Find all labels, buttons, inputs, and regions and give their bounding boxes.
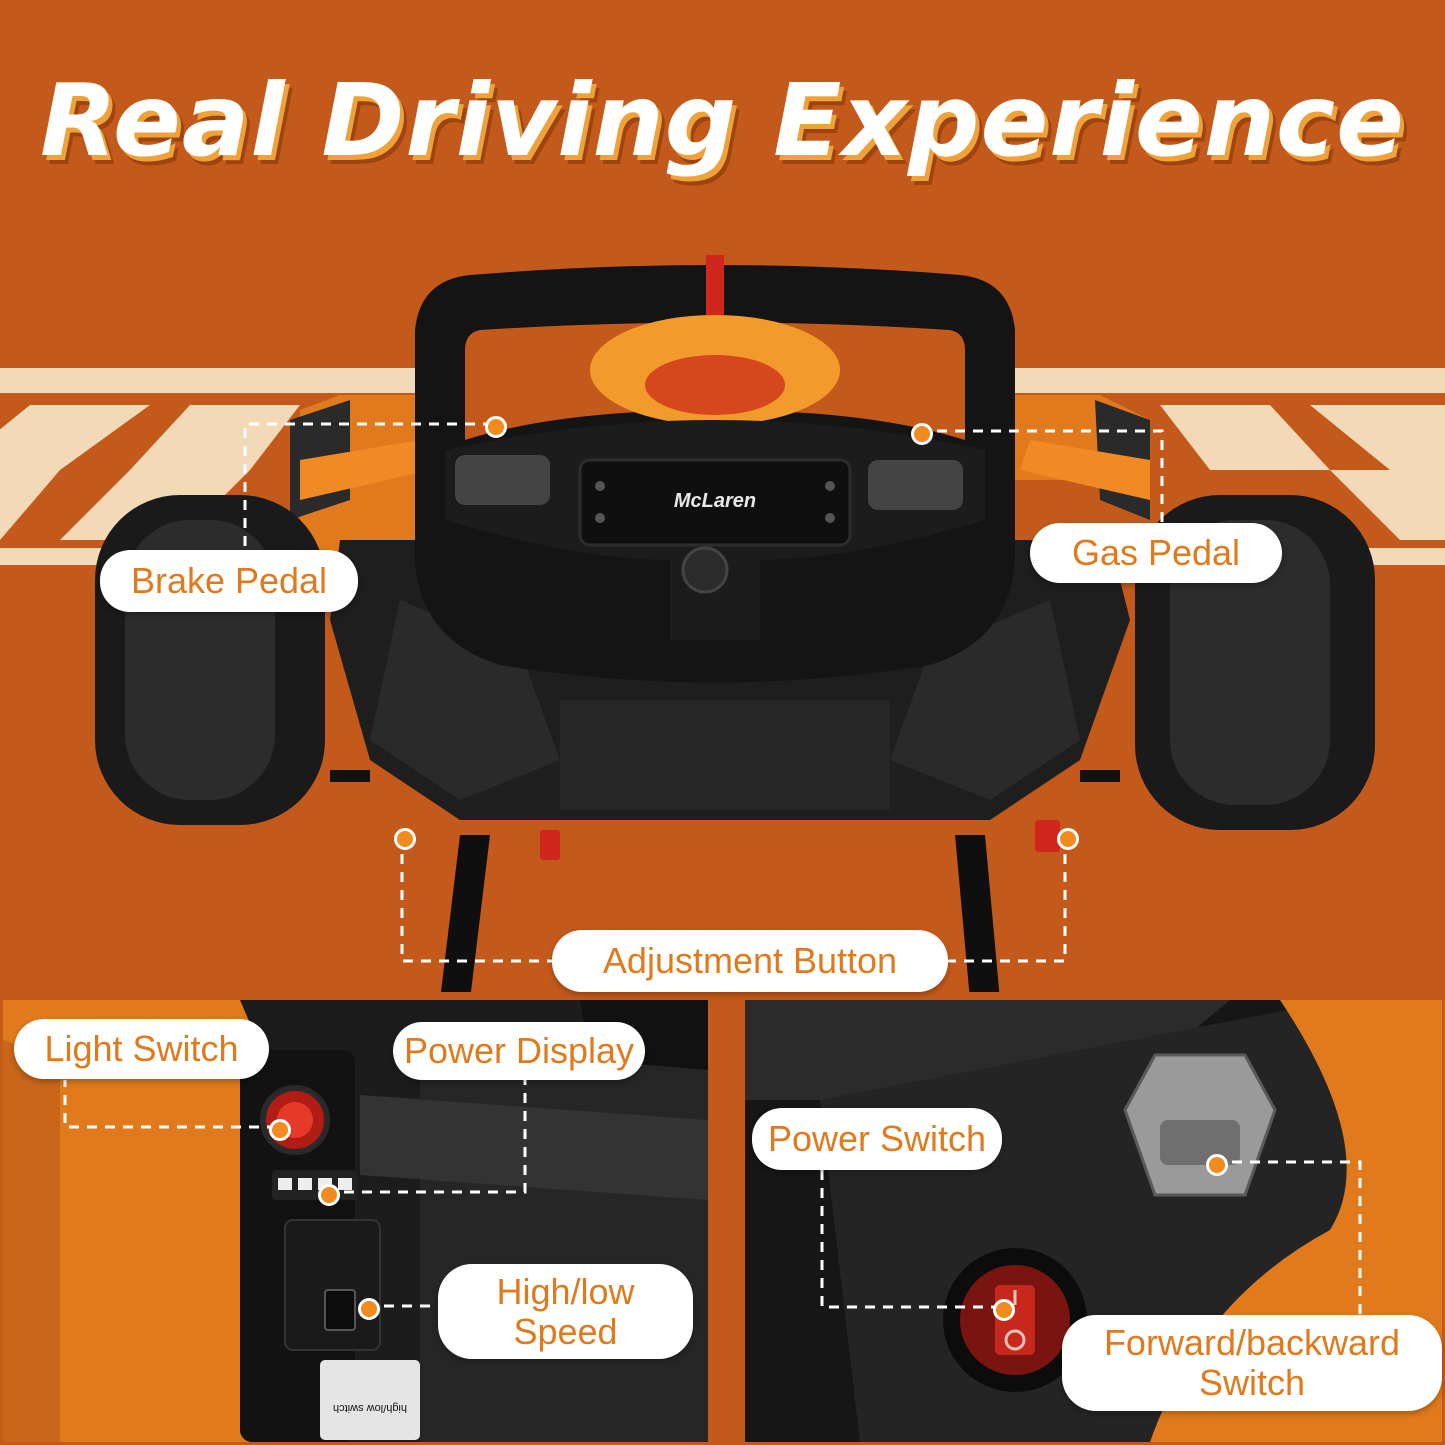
adjustment-button-right-marker <box>1057 828 1079 850</box>
gas-pedal-label: Gas Pedal <box>1030 523 1282 583</box>
power-switch-marker <box>993 1299 1015 1321</box>
forward-backward-switch-marker <box>1206 1154 1228 1176</box>
light-switch-label: Light Switch <box>14 1019 269 1079</box>
callout-lines <box>63 422 1362 1318</box>
mclaren-logo: McLaren <box>673 490 757 512</box>
go-kart <box>95 255 1375 1000</box>
page-title: Real Driving Experience <box>40 62 1405 179</box>
power-display-label: Power Display <box>393 1022 645 1080</box>
power-switch-label: Power Switch <box>752 1108 1002 1170</box>
power-display-marker <box>318 1184 340 1206</box>
high-low-switch-sticker: high/low switch <box>333 1402 407 1414</box>
brake-pedal-marker <box>485 416 507 438</box>
brake-pedal-label: Brake Pedal <box>100 550 358 612</box>
adjustment-button-left-marker <box>394 828 416 850</box>
gas-pedal-marker <box>911 423 933 445</box>
light-switch-marker <box>269 1119 291 1141</box>
forward-backward-switch-label: Forward/backward Switch <box>1062 1315 1442 1411</box>
high-low-speed-label: High/low Speed <box>438 1264 693 1359</box>
high-low-speed-marker <box>358 1298 380 1320</box>
adjustment-button-label: Adjustment Button <box>552 930 948 992</box>
